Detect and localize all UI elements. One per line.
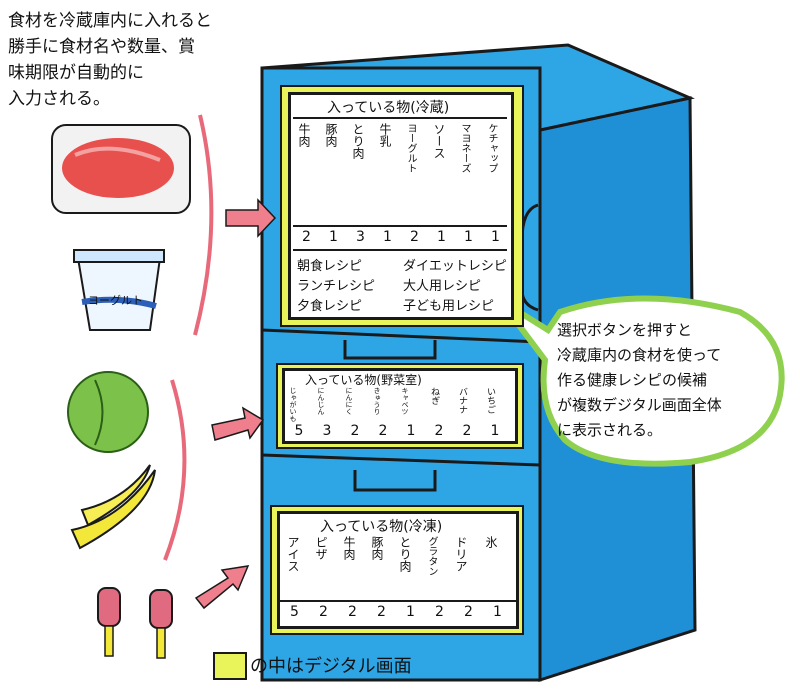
fridge-item-qty: 2 bbox=[302, 229, 311, 245]
fridge-item-qty: 1 bbox=[491, 229, 500, 245]
drawer-handle bbox=[353, 470, 437, 492]
fridge-item-column: 牛肉 豚肉 とり肉 牛乳 ヨーグルト ソース マヨネーズ ケチャップ bbox=[293, 117, 507, 227]
freezer-item-name: ドリア bbox=[454, 536, 468, 572]
fridge-item-name: 牛肉 bbox=[297, 123, 311, 147]
fridge-item-qty: 3 bbox=[356, 229, 365, 245]
fridge-item-name: とり肉 bbox=[351, 123, 365, 159]
vegetable-item-qty: 2 bbox=[462, 423, 472, 439]
freezer-item-name: 氷 bbox=[484, 536, 498, 548]
meat-marbling-icon bbox=[74, 146, 161, 162]
freezer-item-qty: 1 bbox=[406, 604, 415, 620]
fridge-screen: 入っている物(冷蔵) 牛肉 豚肉 とり肉 牛乳 ヨーグルト ソース マヨネーズ … bbox=[288, 92, 514, 320]
legend-text: の中はデジタル画面 bbox=[250, 656, 412, 677]
fridge-divider bbox=[261, 453, 541, 467]
vegetable-screen-title: 入っている物(野菜室) bbox=[305, 373, 422, 387]
fridge-item-name: マヨネーズ bbox=[459, 123, 470, 173]
vegetable-item-qty: 2 bbox=[378, 423, 388, 439]
vegetable-item-name: キャベツ bbox=[401, 387, 409, 415]
vegetable-item-name: ねぎ bbox=[429, 387, 439, 405]
arrow-to-vegetable bbox=[211, 406, 265, 441]
freezer-item-name: 牛肉 bbox=[342, 536, 356, 560]
freezer-item-qty: 1 bbox=[493, 604, 502, 620]
freezer-item-name: とり肉 bbox=[398, 536, 412, 572]
fridge-divider bbox=[261, 328, 541, 344]
meat-icon bbox=[62, 138, 174, 198]
freezer-screen: 入っている物(冷凍) アイス ピザ 牛肉 豚肉 とり肉 グラタン ドリア 氷 5… bbox=[277, 511, 519, 629]
ice-pop-stick-icon bbox=[156, 627, 166, 659]
freezer-item-name: 豚肉 bbox=[370, 536, 384, 560]
vegetable-item-qty: 5 bbox=[294, 423, 304, 439]
vegetable-item-name: にんにく bbox=[345, 387, 353, 415]
yogurt-lid-icon bbox=[73, 249, 165, 263]
legend-swatch bbox=[213, 652, 247, 680]
freezer-qty-row: 5 2 2 2 1 2 2 1 bbox=[280, 600, 516, 624]
fridge-item-qty: 1 bbox=[437, 229, 446, 245]
pink-curve bbox=[163, 379, 187, 561]
vegetable-item-name: にんじん bbox=[317, 387, 325, 415]
fridge-item-name: ソース bbox=[432, 123, 446, 159]
vegetable-item-name: きゅうり bbox=[373, 387, 381, 415]
vegetable-item-qty: 1 bbox=[406, 423, 416, 439]
recipe-button[interactable]: 子ども用レシピ bbox=[403, 299, 495, 314]
freezer-item-name: アイス bbox=[286, 536, 300, 572]
cabbage-icon bbox=[67, 371, 149, 453]
arrow-to-freezer bbox=[194, 565, 250, 610]
vegetable-item-qty: 2 bbox=[434, 423, 444, 439]
fridge-screen-title: 入っている物(冷蔵) bbox=[327, 100, 450, 116]
freezer-item-qty: 2 bbox=[348, 604, 357, 620]
vegetable-item-name: いちご bbox=[485, 387, 495, 414]
fridge-item-name: ケチャップ bbox=[486, 123, 497, 173]
fridge-item-qty: 1 bbox=[329, 229, 338, 245]
fridge-item-qty: 2 bbox=[410, 229, 419, 245]
vegetable-item-qty: 1 bbox=[490, 423, 500, 439]
fridge-item-name: 牛乳 bbox=[378, 123, 392, 147]
ice-pop-icon bbox=[149, 589, 173, 629]
freezer-item-qty: 5 bbox=[290, 604, 299, 620]
freezer-item-qty: 2 bbox=[464, 604, 473, 620]
fridge-item-name: ヨーグルト bbox=[405, 123, 416, 173]
freezer-item-qty: 2 bbox=[319, 604, 328, 620]
fridge-item-name: 豚肉 bbox=[324, 123, 338, 147]
recipe-button[interactable]: ランチレシピ bbox=[297, 279, 376, 294]
recipe-button[interactable]: 大人用レシピ bbox=[403, 279, 482, 294]
vegetable-item-qty: 3 bbox=[322, 423, 332, 439]
vegetable-item-name: バナナ bbox=[457, 387, 467, 414]
yogurt-label: ヨーグルト bbox=[88, 294, 143, 307]
fridge-item-qty: 1 bbox=[383, 229, 392, 245]
banana-icon bbox=[80, 464, 151, 527]
recipe-button[interactable]: ダイエットレシピ bbox=[403, 259, 507, 274]
banana-icon bbox=[70, 469, 156, 550]
auto-input-note: 食材を冷蔵庫内に入れると 勝手に食材名や数量、賞 味期限が自動的に 入力される。 bbox=[8, 11, 212, 109]
freezer-item-qty: 2 bbox=[377, 604, 386, 620]
fridge-item-qty: 1 bbox=[464, 229, 473, 245]
freezer-item-name: ピザ bbox=[314, 536, 328, 560]
pink-curve bbox=[193, 114, 214, 336]
arrow-to-fridge bbox=[225, 198, 277, 238]
vegetable-screen: 入っている物(野菜室) じゃがいも にんじん にんにく きゅうり キャベツ ねぎ… bbox=[282, 368, 518, 444]
yogurt-stripe-icon bbox=[81, 296, 157, 309]
recipe-button[interactable]: 夕食レシピ bbox=[297, 299, 363, 314]
recipe-feature-note: 選択ボタンを押すと 冷蔵庫内の食材を使って 作る健康レシピの候補 が複数デジタル… bbox=[557, 321, 722, 439]
freezer-item-name: グラタン bbox=[426, 536, 437, 576]
freezer-item-qty: 2 bbox=[435, 604, 444, 620]
cabbage-leaf-icon bbox=[94, 379, 104, 446]
vegetable-item-name: じゃがいも bbox=[289, 387, 297, 422]
drawer-handle bbox=[343, 340, 437, 360]
vegetable-item-qty: 2 bbox=[350, 423, 360, 439]
fridge-qty-row: 2 1 3 1 2 1 1 1 bbox=[293, 225, 507, 251]
recipe-button[interactable]: 朝食レシピ bbox=[297, 259, 363, 274]
ice-pop-icon bbox=[97, 587, 121, 627]
freezer-screen-title: 入っている物(冷凍) bbox=[320, 519, 443, 535]
ice-pop-stick-icon bbox=[104, 625, 114, 657]
speech-bubble bbox=[497, 295, 785, 467]
